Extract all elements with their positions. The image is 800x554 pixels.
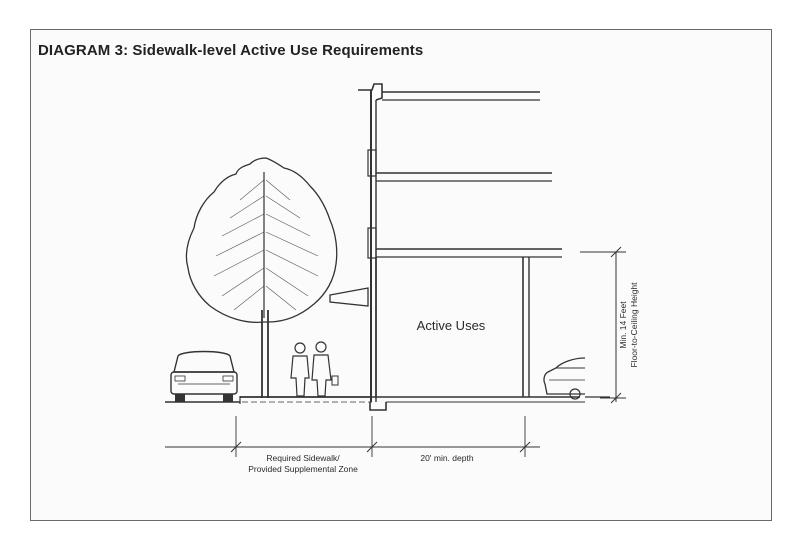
depth-label: 20' min. depth xyxy=(420,453,473,463)
sidewalk-label-line1: Required Sidewalk/ xyxy=(266,453,340,463)
height-dimension xyxy=(580,246,626,404)
height-label-line1: Min. 14 Feet xyxy=(618,301,628,349)
car-street-illustration xyxy=(170,350,238,402)
height-label-line2: Floor-to-Ceiling Height xyxy=(629,282,639,368)
diagram-title: DIAGRAM 3: Sidewalk-level Active Use Req… xyxy=(38,42,424,59)
car-interior-illustration xyxy=(543,357,586,400)
width-dimensions xyxy=(165,416,540,457)
active-uses-label: Active Uses xyxy=(417,318,486,333)
pedestrians-illustration xyxy=(290,341,339,397)
diagram-frame xyxy=(30,29,772,521)
building-section xyxy=(329,83,562,411)
tree-illustration xyxy=(185,157,338,398)
sidewalk-label-line2: Provided Supplemental Zone xyxy=(248,464,358,474)
